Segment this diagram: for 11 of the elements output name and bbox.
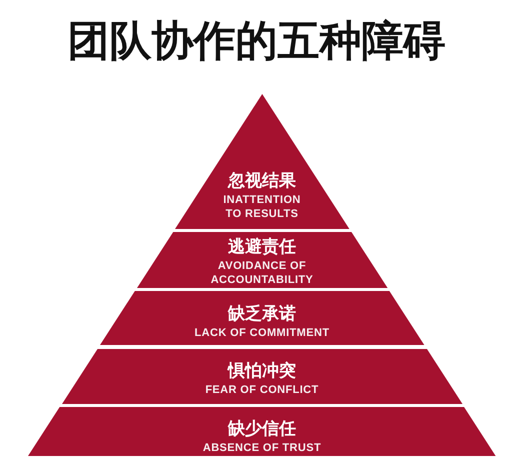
tier-subtitle: INATTENTION TO RESULTS: [222, 193, 302, 221]
tier-subtitle: AVOIDANCE OF ACCOUNTABILITY: [210, 259, 314, 287]
tier-subtitle: ABSENCE OF TRUST: [202, 441, 322, 455]
tier-title: 缺乏承诺: [228, 304, 296, 324]
tier-title: 缺少信任: [228, 419, 296, 439]
tier-subtitle: FEAR OF CONFLICT: [205, 383, 319, 397]
diagram-title: 团队协作的五种障碍: [68, 18, 446, 64]
tier-subtitle: LACK OF COMMITMENT: [194, 326, 330, 340]
tier-title: 惧怕冲突: [228, 361, 296, 381]
tier-title: 忽视结果: [228, 171, 296, 191]
tier-title: 逃避责任: [228, 237, 296, 257]
